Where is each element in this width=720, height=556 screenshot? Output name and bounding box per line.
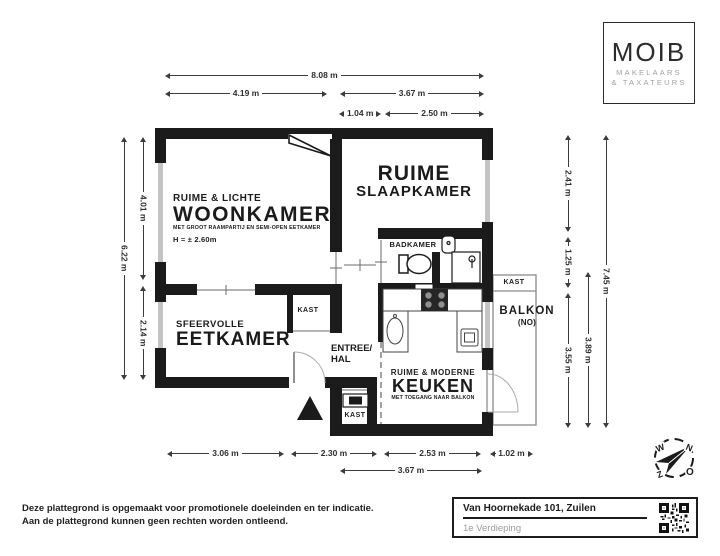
badkamer-label: BADKAMER xyxy=(389,240,437,249)
shower-icon xyxy=(451,251,481,284)
balkon-orientation-label: (NO) xyxy=(517,317,537,327)
dim-top-right: 3.67 m xyxy=(340,89,484,98)
woonkamer-door-icon xyxy=(288,133,332,157)
logo-brand-text: MOIB xyxy=(611,36,687,67)
dim-right-inner: 3.89 m xyxy=(583,272,594,428)
qr-code xyxy=(659,503,689,533)
balkon-door-icon xyxy=(487,373,519,413)
dim-bottom-right-total: 3.67 m xyxy=(340,466,482,475)
dim-top-inner-right: 2.50 m xyxy=(385,109,484,118)
address-box: Van Hoornekade 101, Zuilen 1e Verdieping xyxy=(452,497,698,538)
eetkamer-pre-label: SFEERVOLLE xyxy=(176,319,245,330)
balcony-outline xyxy=(492,274,537,426)
dim-bottom-4: 1.02 m xyxy=(490,449,533,458)
entree-label-block: ENTREE/ HAL xyxy=(331,343,372,366)
dim-top-inner-left: 1.04 m xyxy=(339,109,382,118)
keuken-pre-label: RUIME & MODERNE xyxy=(390,368,476,377)
dim-bottom-1: 3.06 m xyxy=(167,449,284,458)
kitchen-sink-icon xyxy=(386,314,404,345)
compass-south-label: Z xyxy=(655,469,664,481)
address-title: Van Hoornekade 101, Zuilen xyxy=(463,503,647,519)
logo-sub2-text: & TAXATEURS xyxy=(611,77,687,87)
dim-left-lower: 2.14 m xyxy=(138,286,149,380)
keuken-label-block: RUIME & MODERNE KEUKEN MET TOEGANG NAAR … xyxy=(383,368,483,401)
eetkamer-label-block: SFEERVOLLE EETKAMER xyxy=(176,319,291,349)
eetkamer-name-label: EETKAMER xyxy=(176,329,291,350)
disclaimer-line2: Aan de plattegrond kunnen geen rechten w… xyxy=(22,516,289,527)
dim-right-mid: 1.25 m xyxy=(563,237,574,288)
kitchen-appliance-icon xyxy=(460,328,479,347)
dim-right-upper: 2.41 m xyxy=(563,135,574,232)
compass-east-label: O xyxy=(686,467,694,478)
stove-icon xyxy=(421,289,448,311)
balkon-name-label: BALKON xyxy=(499,305,555,317)
doors xyxy=(293,351,519,413)
dim-right-total: 7.45 m xyxy=(601,135,612,428)
kast-eetkamer-label: KAST xyxy=(297,307,319,314)
woonkamer-label-block: RUIME & LICHTE WOONKAMER MET GROOT RAAMP… xyxy=(173,193,331,244)
kast-hal-label: KAST xyxy=(344,412,366,419)
keuken-sub-label: MET TOEGANG NAAR BALKON xyxy=(391,395,475,402)
boiler-icon xyxy=(342,393,369,408)
dim-left-total: 6.22 m xyxy=(119,137,130,380)
dim-left-upper: 4.01 m xyxy=(138,137,149,280)
dim-bottom-2: 2.30 m xyxy=(291,449,377,458)
compass-icon: W N Z O xyxy=(653,438,696,482)
dim-top-left: 4.19 m xyxy=(165,89,327,98)
kast-balkon-label: KAST xyxy=(503,279,525,286)
woonkamer-name-label: WOONKAMER xyxy=(173,203,332,226)
entree-door-icon xyxy=(293,351,326,384)
toilet-icon xyxy=(398,253,432,275)
woonkamer-height-label: H = ± 2.60m xyxy=(173,235,217,245)
dim-right-lower: 3.55 m xyxy=(563,293,574,428)
slaapkamer-pre-label: RUIME xyxy=(377,162,451,185)
balkon-label-block: BALKON (NO) xyxy=(497,305,557,327)
woonkamer-pre-label: RUIME & LICHTE xyxy=(173,193,262,204)
entree-label-line1: ENTREE/ xyxy=(331,343,373,354)
moib-logo: MOIB MAKELAARS & TAXATEURS xyxy=(603,22,695,104)
dim-top-total: 8.08 m xyxy=(165,71,484,80)
keuken-name-label: KEUKEN xyxy=(391,376,474,396)
dim-bottom-3: 2.53 m xyxy=(384,449,481,458)
windows xyxy=(158,160,490,348)
logo-sub1-text: MAKELAARS xyxy=(616,67,682,77)
slaapkamer-name-label: SLAAPKAMER xyxy=(356,183,472,201)
disclaimer: Deze plattegrond is opgemaakt voor promo… xyxy=(22,502,374,528)
entree-label-line2: HAL xyxy=(331,354,351,366)
wall-openings xyxy=(197,240,488,412)
woonkamer-sub-label: MET GROOT RAAMPARTIJ EN SEMI-OPEN EETKAM… xyxy=(173,225,321,232)
address-floor: 1e Verdieping xyxy=(463,523,522,534)
entrance-arrow-icon xyxy=(297,396,323,420)
slaapkamer-label-block: RUIME SLAAPKAMER xyxy=(340,163,488,200)
disclaimer-line1: Deze plattegrond is opgemaakt voor promo… xyxy=(22,503,374,514)
washbasin-icon xyxy=(441,235,456,254)
